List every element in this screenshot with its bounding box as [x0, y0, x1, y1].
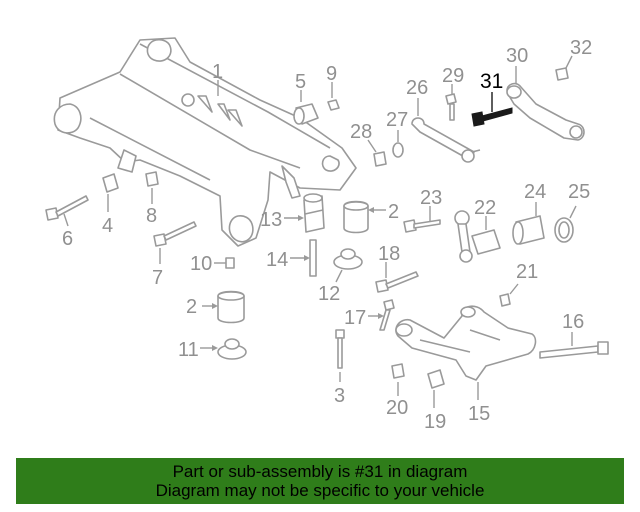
part-22-link[interactable]: [454, 210, 501, 263]
callout-28: 28: [350, 121, 372, 143]
exploded-parts-diagram: 1 2 2 3 4 5 6 7 8 9 10 11 12 13 14 15 16…: [45, 37, 609, 433]
callout-6: 6: [62, 228, 73, 250]
callout-3: 3: [334, 385, 345, 407]
part-27-clip[interactable]: [392, 142, 404, 158]
part-3-bolt[interactable]: [335, 329, 345, 369]
callout-20: 20: [386, 397, 408, 419]
callout-29: 29: [442, 65, 464, 87]
callout-27: 27: [386, 109, 408, 131]
part-10-clip[interactable]: [225, 257, 235, 269]
part-11-washer[interactable]: [217, 338, 247, 360]
callout-31-highlighted: 31: [480, 70, 503, 93]
callout-13: 13: [260, 209, 282, 231]
part-17-bolt[interactable]: [379, 299, 395, 331]
part-26-upper-link[interactable]: [411, 117, 481, 163]
callout-4: 4: [102, 215, 113, 237]
part-19-bushing[interactable]: [427, 369, 445, 389]
part-1-subframe[interactable]: [53, 37, 357, 247]
callout-25: 25: [568, 181, 590, 203]
callout-5: 5: [295, 71, 306, 93]
part-16-bolt[interactable]: [539, 341, 609, 359]
callout-22: 22: [474, 197, 496, 219]
part-24-bushing[interactable]: [512, 215, 545, 245]
part-9-nut[interactable]: [327, 99, 340, 111]
callout-26: 26: [406, 77, 428, 99]
callout-10: 10: [190, 253, 212, 275]
part-6-bolt[interactable]: [45, 195, 89, 221]
callout-30: 30: [506, 45, 528, 67]
part-2-mount-upper[interactable]: [343, 200, 369, 234]
part-info-banner: Part or sub-assembly is #31 in diagram D…: [16, 458, 624, 504]
part-29-bolt[interactable]: [445, 93, 457, 121]
part-18-bolt[interactable]: [375, 271, 419, 293]
callout-23: 23: [420, 187, 442, 209]
part-20-nut[interactable]: [391, 363, 405, 379]
part-28-nut[interactable]: [373, 151, 387, 167]
callout-32: 32: [570, 37, 592, 59]
part-4-bushing[interactable]: [102, 173, 119, 193]
part-7-bolt[interactable]: [153, 221, 197, 247]
callout-1: 1: [212, 61, 223, 83]
part-13-mount[interactable]: [303, 193, 325, 233]
callout-21: 21: [516, 261, 538, 283]
part-30-upper-control-arm[interactable]: [506, 82, 585, 141]
callout-16: 16: [562, 311, 584, 333]
callout-19: 19: [424, 411, 446, 433]
part-8-nut[interactable]: [145, 171, 159, 187]
part-31-bolt[interactable]: [471, 107, 513, 127]
callout-7: 7: [152, 267, 163, 289]
callout-8: 8: [146, 205, 157, 227]
part-14-stud[interactable]: [309, 239, 317, 277]
banner-line-1: Part or sub-assembly is #31 in diagram: [172, 462, 468, 481]
banner-line-2: Diagram may not be specific to your vehi…: [155, 481, 485, 500]
part-2-mount-lower[interactable]: [217, 290, 245, 324]
callout-18: 18: [378, 243, 400, 265]
callout-15: 15: [468, 403, 490, 425]
part-5-bushing[interactable]: [293, 103, 319, 125]
part-15-lower-control-arm[interactable]: [395, 305, 537, 381]
callout-17: 17: [344, 307, 366, 329]
part-23-bolt[interactable]: [403, 219, 441, 233]
callout-11: 11: [178, 339, 199, 361]
callout-14: 14: [266, 249, 288, 271]
part-21-nut[interactable]: [499, 293, 511, 307]
callout-2: 2: [186, 296, 197, 318]
callout-9: 9: [326, 63, 337, 85]
callout-2: 2: [388, 201, 399, 223]
part-32-nut[interactable]: [555, 67, 569, 81]
part-12-washer[interactable]: [333, 248, 363, 270]
callout-12: 12: [318, 283, 340, 305]
part-25-ring[interactable]: [554, 217, 574, 243]
callout-24: 24: [524, 181, 546, 203]
